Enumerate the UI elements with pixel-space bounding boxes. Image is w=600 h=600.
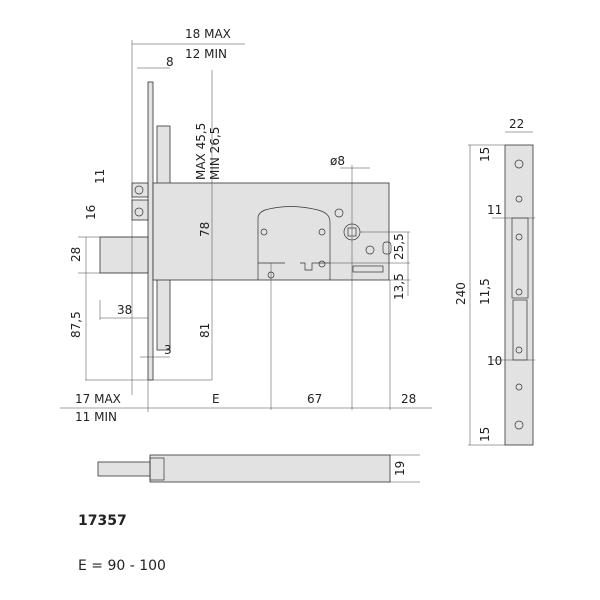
dim-e: E [212,392,220,406]
strike-top-15: 15 [478,147,492,162]
strike-height-240: 240 [454,282,468,305]
strike-11: 11 [487,203,502,217]
dim-max-45: MAX 45,5 [194,123,208,180]
dim-latch-16: 16 [84,205,98,220]
dim-backset-min: 12 MIN [185,47,227,61]
dim-faceplate-8: 8 [166,55,174,69]
e-range: E = 90 - 100 [78,558,166,574]
dim-min-26: MIN 26,5 [208,127,222,180]
product-code: 17357 [78,513,127,529]
latch-lower [131,199,149,221]
strike-11-5: 11,5 [478,278,492,305]
dim-latch-11: 11 [93,169,107,184]
latch-upper [131,182,149,198]
dim-bolt-38: 38 [117,303,132,317]
dim-lower-81: 81 [198,323,212,338]
dim-h-67: 67 [307,392,322,406]
dim-v-25: 25,5 [392,233,406,260]
dim-bolt-28: 28 [69,247,83,262]
dim-h-28: 28 [401,392,416,406]
dim-bottom-19: 19 [393,461,407,476]
dim-backset-max: 18 MAX [185,27,231,41]
lock-front-view [99,81,392,381]
dim-hole-8: ø8 [330,154,345,168]
dim-bottom-87: 87,5 [69,311,83,338]
dim-proj-min: 11 MIN [75,410,117,424]
strike-width-22: 22 [509,117,524,131]
strike-plate [468,131,535,446]
cylinder-cutout [257,206,331,280]
dim-gap-3: 3 [164,343,172,357]
strike-10: 10 [487,354,502,368]
dim-proj-max: 17 MAX [75,392,121,406]
dimension-lines [60,40,432,412]
dim-body-78: 78 [198,222,212,237]
faceplate [147,81,154,381]
dim-v-13: 13,5 [392,273,406,300]
strike-bottom-15: 15 [478,427,492,442]
deadbolt [99,236,149,274]
lock-bottom-view [97,454,420,483]
